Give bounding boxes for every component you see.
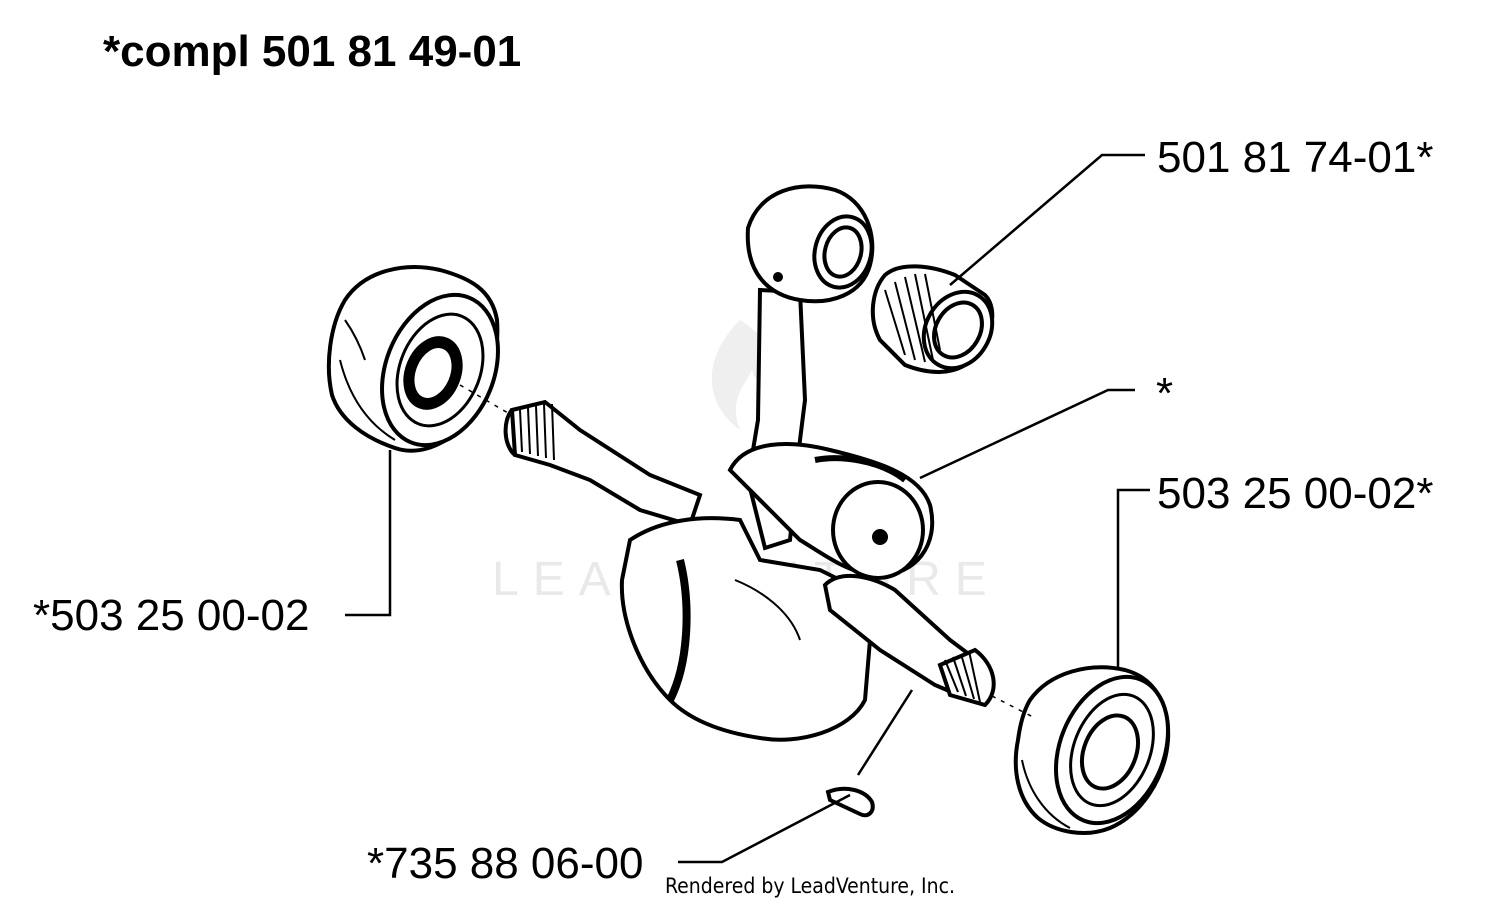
leader-crankshaft [919, 388, 1135, 480]
axis-right [991, 695, 1036, 719]
leader-lines [345, 153, 1150, 864]
left-ball-bearing [326, 265, 500, 453]
right-ball-bearing [1013, 665, 1171, 835]
callout-left-ball-bearing: *503 25 00-02 [33, 591, 310, 640]
woodruff-key [825, 786, 875, 818]
needle-bearing [870, 264, 995, 374]
leader-needle-bearing [949, 153, 1145, 286]
leader-woodruff-key [678, 793, 851, 864]
render-credit: Rendered by LeadVenture, Inc. [665, 874, 955, 898]
callout-needle-bearing: 501 81 74-01* [1157, 133, 1434, 182]
leader-key-dashed [856, 689, 914, 776]
callout-right-ball-bearing: 503 25 00-02* [1157, 469, 1434, 518]
crankshaft [503, 184, 996, 742]
callout-woodruff-key: *735 88 06-00 [367, 839, 644, 888]
callout-crankshaft: * [1156, 369, 1174, 418]
assembly-title: *compl 501 81 49-01 [103, 27, 522, 76]
leader-right-bearing [1116, 488, 1150, 668]
leader-left-bearing [345, 450, 392, 617]
